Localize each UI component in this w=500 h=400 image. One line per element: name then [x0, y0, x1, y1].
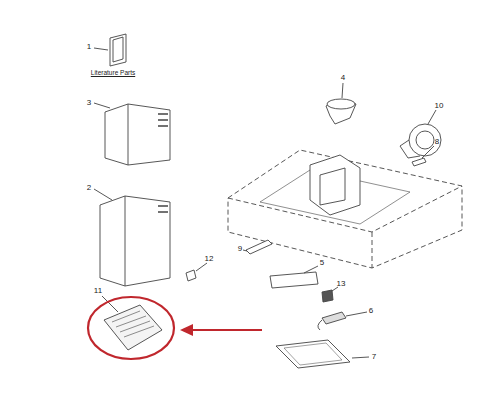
light-bar	[270, 272, 318, 288]
highlight-arrowhead	[180, 324, 193, 336]
blower	[409, 124, 441, 156]
filter	[276, 340, 350, 368]
callout-number: 1	[87, 43, 91, 51]
callout-number: 2	[87, 184, 91, 192]
motor-housing	[310, 155, 360, 215]
hood-outline	[228, 150, 462, 268]
callout-number: 11	[94, 287, 102, 295]
literature-caption: Literature Parts	[91, 70, 135, 77]
highlight-arrow	[190, 329, 262, 331]
leader-line	[94, 103, 110, 108]
leader-line	[342, 83, 343, 98]
callout-number: 5	[320, 259, 324, 267]
pad	[104, 305, 162, 350]
callout-number: 4	[341, 74, 345, 82]
leader-line	[352, 357, 369, 358]
leader-line	[304, 266, 318, 273]
leader-line	[196, 263, 207, 271]
upper-chimney	[105, 104, 170, 165]
leader-line	[94, 48, 108, 50]
callout-number: 7	[372, 353, 376, 361]
leader-line	[422, 146, 434, 158]
small-part	[186, 270, 196, 281]
literature-booklet	[110, 34, 126, 66]
callout-number: 13	[337, 280, 346, 288]
leader-line	[243, 250, 247, 251]
callout-number: 10	[435, 102, 444, 110]
callout-number: 3	[87, 99, 91, 107]
leader-line	[428, 110, 436, 124]
callout-number: 12	[205, 255, 214, 263]
switch-part	[246, 240, 272, 254]
leader-line	[346, 312, 367, 316]
connector	[322, 290, 333, 302]
callout-number: 6	[369, 307, 373, 315]
lower-chimney	[100, 196, 170, 286]
leader-line	[94, 189, 112, 200]
highlight-circle	[88, 297, 174, 359]
callout-number: 9	[238, 245, 242, 253]
switch-module	[322, 312, 346, 324]
callout-number: 8	[435, 138, 439, 146]
bulb	[412, 158, 426, 166]
